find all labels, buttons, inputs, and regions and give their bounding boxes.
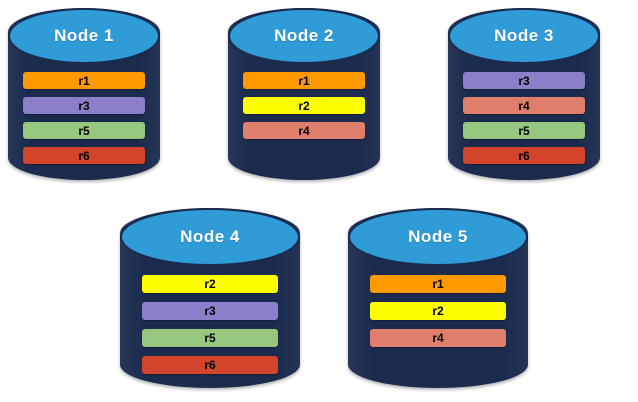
- replica-bar[interactable]: r2: [370, 302, 506, 320]
- cylinder-top: Node 4: [120, 208, 300, 266]
- node-label: Node 5: [408, 227, 468, 246]
- replica-bar[interactable]: r6: [142, 356, 278, 374]
- replica-list: r1 r3 r5 r6: [8, 64, 160, 164]
- replica-bar[interactable]: r6: [463, 147, 585, 164]
- replica-list: r1 r2 r4: [228, 64, 380, 139]
- replica-bar[interactable]: r1: [370, 275, 506, 293]
- replica-bar[interactable]: r6: [23, 147, 145, 164]
- replica-bar[interactable]: r4: [463, 97, 585, 114]
- replica-bar[interactable]: r5: [463, 122, 585, 139]
- replica-list: r2 r3 r5 r6: [120, 266, 300, 374]
- replica-bar[interactable]: r3: [463, 72, 585, 89]
- cylinder-top: Node 1: [8, 8, 160, 64]
- cylinder-top: Node 5: [348, 208, 528, 266]
- replica-bar[interactable]: r2: [142, 275, 278, 293]
- replica-bar[interactable]: r4: [243, 122, 365, 139]
- replica-bar[interactable]: r5: [23, 122, 145, 139]
- database-node-5[interactable]: Node 5 r1 r2 r4: [348, 208, 528, 388]
- database-node-2[interactable]: Node 2 r1 r2 r4: [228, 8, 380, 180]
- cylinder-top: Node 3: [448, 8, 600, 64]
- node-label: Node 1: [54, 26, 114, 45]
- replica-list: r1 r2 r4: [348, 266, 528, 347]
- replica-list: r3 r4 r5 r6: [448, 64, 600, 164]
- database-node-4[interactable]: Node 4 r2 r3 r5 r6: [120, 208, 300, 388]
- node-label: Node 4: [180, 227, 240, 246]
- replica-bar[interactable]: r4: [370, 329, 506, 347]
- replica-bar[interactable]: r3: [23, 97, 145, 114]
- database-node-1[interactable]: Node 1 r1 r3 r5 r6: [8, 8, 160, 180]
- replica-bar[interactable]: r1: [23, 72, 145, 89]
- replica-bar[interactable]: r1: [243, 72, 365, 89]
- database-node-3[interactable]: Node 3 r3 r4 r5 r6: [448, 8, 600, 180]
- replica-bar[interactable]: r3: [142, 302, 278, 320]
- replica-bar[interactable]: r5: [142, 329, 278, 347]
- node-label: Node 3: [494, 26, 554, 45]
- cylinder-top: Node 2: [228, 8, 380, 64]
- replica-bar[interactable]: r2: [243, 97, 365, 114]
- node-label: Node 2: [274, 26, 334, 45]
